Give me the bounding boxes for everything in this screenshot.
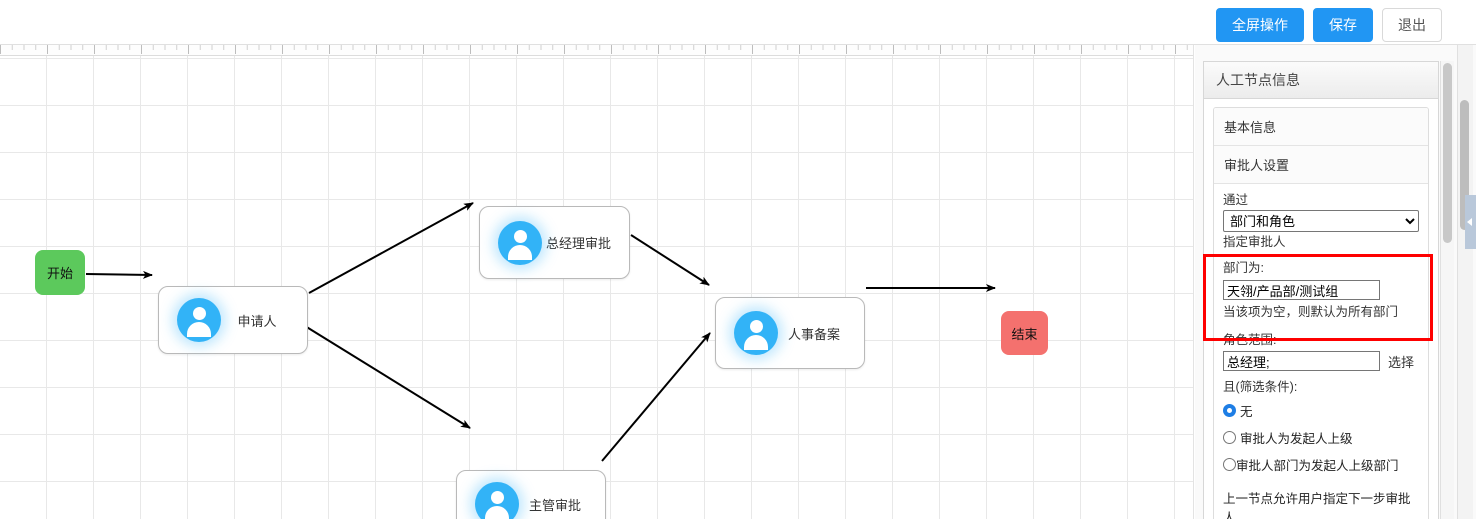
approver-settings-body: 通过 部门和角色 指定审批人 部门为: 当该项为空，则默认为所有部门 角色范围:…: [1214, 184, 1428, 519]
properties-panel: 人工节点信息 基本信息 审批人设置 通过 部门和角色 指定审批人 部门为: 当该…: [1195, 45, 1476, 519]
node-hr-filing[interactable]: 人事备案: [715, 297, 865, 369]
node-end[interactable]: 结束: [1001, 311, 1048, 355]
department-hint: 当该项为空，则默认为所有部门: [1223, 305, 1399, 319]
flow-edges: [85, 202, 996, 462]
panel-collapse-handle[interactable]: [1465, 195, 1476, 249]
pass-select[interactable]: 部门和角色: [1223, 210, 1419, 232]
node-label: 结束: [1011, 326, 1038, 342]
node-label: 开始: [46, 266, 73, 281]
department-input[interactable]: [1223, 280, 1380, 300]
chevron-right-icon: [1467, 218, 1472, 226]
edge-apply-gm: [308, 202, 474, 294]
panel-card: 人工节点信息 基本信息 审批人设置 通过 部门和角色 指定审批人 部门为: 当该…: [1203, 61, 1439, 519]
settings-accordion: 基本信息 审批人设置 通过 部门和角色 指定审批人 部门为: 当该项为空，则默认…: [1213, 107, 1429, 519]
node-start[interactable]: 开始: [35, 250, 85, 295]
panel-title: 人工节点信息: [1204, 62, 1438, 99]
department-label: 部门为:: [1223, 261, 1264, 275]
edge-gm-hr: [630, 234, 710, 286]
radio-label: 审批人为发起人上级: [1240, 432, 1353, 446]
user-icon: [475, 482, 519, 519]
radio-icon[interactable]: [1223, 431, 1236, 444]
flow-canvas[interactable]: 开始 申请人 总经理审批 主管审批 人事备案 结束: [0, 45, 1194, 519]
filter-condition-label: 且(筛选条件):: [1223, 380, 1298, 394]
role-scope-input[interactable]: [1223, 351, 1380, 371]
node-applicant[interactable]: 申请人: [158, 286, 308, 354]
next-approver-text: 上一节点允许用户指定下一步审批人，: [1223, 492, 1411, 519]
panel-body: 基本信息 审批人设置 通过 部门和角色 指定审批人 部门为: 当该项为空，则默认…: [1204, 99, 1438, 519]
exit-button[interactable]: 退出: [1382, 8, 1442, 42]
edge-start-apply: [85, 270, 153, 279]
role-scope-label: 角色范围:: [1223, 333, 1277, 347]
node-label: 人事备案: [787, 326, 840, 342]
radio-option-none[interactable]: 无: [1223, 401, 1419, 420]
page-scrollbar[interactable]: [1457, 45, 1473, 519]
panel-scrollbar-thumb[interactable]: [1443, 63, 1452, 243]
user-icon: [498, 220, 542, 265]
fullscreen-button[interactable]: 全屏操作: [1216, 8, 1304, 42]
edge-apply-manager: [304, 325, 471, 429]
canvas-ruler: [0, 45, 1193, 56]
node-label: 总经理审批: [545, 236, 611, 251]
save-button[interactable]: 保存: [1313, 8, 1373, 42]
panel-scrollbar[interactable]: [1440, 61, 1454, 519]
top-toolbar: 全屏操作 保存 退出: [0, 0, 1476, 45]
page-scrollbar-thumb[interactable]: [1460, 100, 1469, 230]
user-icon: [734, 311, 778, 355]
radio-option-approver-is-superior[interactable]: 审批人为发起人上级: [1223, 428, 1419, 447]
accordion-item-basic-info[interactable]: 基本信息: [1214, 108, 1428, 146]
node-label: 主管审批: [528, 497, 581, 513]
node-manager-approval[interactable]: 主管审批: [456, 470, 606, 519]
role-choose-button[interactable]: 选择: [1388, 354, 1415, 370]
assign-approver-label: 指定审批人: [1223, 235, 1286, 249]
radio-option-approver-dept-is-superior-dept[interactable]: 审批人部门为发起人上级部门: [1223, 455, 1419, 474]
edge-manager-hr: [601, 332, 711, 462]
pass-label: 通过: [1223, 193, 1249, 207]
radio-icon[interactable]: [1223, 458, 1236, 471]
toolbar-button-group: 全屏操作 保存 退出: [1216, 8, 1442, 42]
radio-label: 审批人部门为发起人上级部门: [1236, 459, 1399, 473]
node-gm-approval[interactable]: 总经理审批: [479, 206, 630, 279]
user-icon: [177, 298, 221, 342]
accordion-item-approver-settings[interactable]: 审批人设置: [1214, 146, 1428, 184]
radio-icon[interactable]: [1223, 404, 1236, 417]
radio-label: 无: [1240, 405, 1253, 419]
node-label: 申请人: [237, 313, 277, 329]
role-scope-row: 选择: [1223, 351, 1419, 371]
